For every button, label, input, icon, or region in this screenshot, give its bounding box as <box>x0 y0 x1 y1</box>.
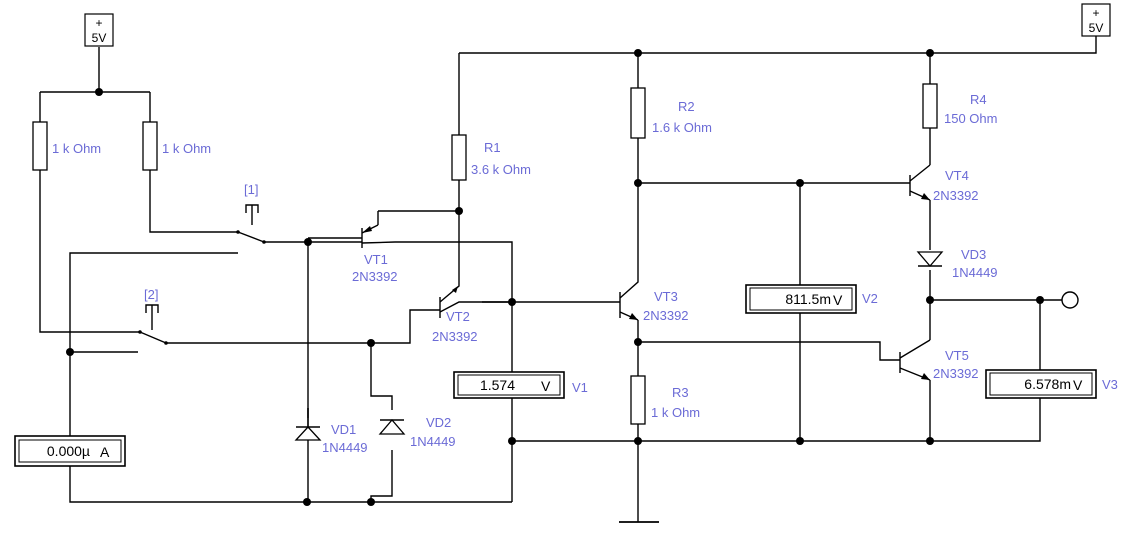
switch-2[interactable]: [2] <box>138 287 168 345</box>
voltmeter-value: 6.578m <box>1024 376 1071 392</box>
voltmeter-unit: V <box>1073 377 1083 393</box>
transistor-model: 2N3392 <box>352 269 398 284</box>
resistor-r2[interactable]: R2 1.6 k Ohm <box>630 87 712 139</box>
transistor-vt4[interactable]: VT4 2N3392 <box>909 164 979 203</box>
voltmeter-v2[interactable]: 811.5m V V2 <box>745 284 878 314</box>
resistor-value: 1 k Ohm <box>52 141 101 156</box>
resistor-r1[interactable]: R1 3.6 k Ohm <box>451 134 531 181</box>
resistor-left-1[interactable]: 1 k Ohm <box>32 121 101 171</box>
resistor-name: R2 <box>678 99 695 114</box>
transistor-model: 2N3392 <box>933 366 979 381</box>
resistor-value: 1.6 k Ohm <box>652 120 712 135</box>
voltmeter-name: V3 <box>1102 377 1118 392</box>
transistor-model: 2N3392 <box>933 188 979 203</box>
voltmeter-unit: V <box>541 378 551 394</box>
transistor-model: 2N3392 <box>432 329 478 344</box>
junctions <box>66 49 1044 506</box>
ammeter-value: 0.000µ <box>47 443 90 459</box>
power-source-top-right: + 5V <box>1081 3 1111 37</box>
diode-name: VD2 <box>426 415 451 430</box>
transistor-name: VT5 <box>945 348 969 363</box>
voltmeter-v1[interactable]: 1.574 V V1 <box>453 371 588 399</box>
resistor-value: 3.6 k Ohm <box>471 162 531 177</box>
power-label: 5V <box>92 31 107 45</box>
diode-vd1[interactable]: VD1 1N4449 <box>294 408 368 455</box>
transistor-vt1[interactable]: VT1 2N3392 <box>308 224 398 284</box>
resistor-value: 1 k Ohm <box>162 141 211 156</box>
resistor-name: R1 <box>484 140 501 155</box>
resistor-value: 150 Ohm <box>944 111 997 126</box>
transistor-vt2[interactable]: VT2 2N3392 <box>432 278 512 344</box>
diode-vd2[interactable]: VD2 1N4449 <box>378 415 456 449</box>
diode-model: 1N4449 <box>952 265 998 280</box>
transistor-vt3[interactable]: VT3 2N3392 <box>619 280 689 323</box>
resistor-r4[interactable]: R4 150 Ohm <box>922 83 997 129</box>
transistor-name: VT1 <box>364 252 388 267</box>
resistor-name: R4 <box>970 92 987 107</box>
diode-model: 1N4449 <box>410 434 456 449</box>
transistor-name: VT4 <box>945 168 969 183</box>
power-source-top-left: + 5V <box>84 13 114 47</box>
ammeter-unit: A <box>100 444 110 460</box>
diode-vd3[interactable]: VD3 1N4449 <box>916 247 998 280</box>
voltmeter-name: V2 <box>862 291 878 306</box>
transistor-model: 2N3392 <box>643 308 689 323</box>
transistor-name: VT2 <box>446 309 470 324</box>
resistor-left-2[interactable]: 1 k Ohm <box>142 121 211 171</box>
wires <box>39 35 1097 523</box>
ammeter[interactable]: 0.000µ A <box>14 435 126 467</box>
switch-label: [2] <box>144 287 158 302</box>
resistor-name: R3 <box>672 385 689 400</box>
resistor-value: 1 k Ohm <box>651 405 700 420</box>
voltmeter-v3[interactable]: 6.578m V V3 <box>985 369 1118 399</box>
output-terminal[interactable] <box>1061 291 1079 309</box>
voltmeter-value: 1.574 <box>480 377 515 393</box>
switch-1[interactable]: [1] <box>236 182 266 244</box>
transistor-name: VT3 <box>654 289 678 304</box>
power-sign: + <box>1092 6 1099 20</box>
diode-model: 1N4449 <box>322 440 368 455</box>
diode-name: VD3 <box>961 247 986 262</box>
power-sign: + <box>95 16 102 30</box>
transistor-vt5[interactable]: VT5 2N3392 <box>899 339 979 381</box>
resistor-r3[interactable]: R3 1 k Ohm <box>630 375 700 425</box>
switch-label: [1] <box>244 182 258 197</box>
diode-name: VD1 <box>331 422 356 437</box>
voltmeter-value: 811.5m <box>785 291 831 307</box>
voltmeter-unit: V <box>833 292 843 308</box>
power-label: 5V <box>1089 21 1104 35</box>
voltmeter-name: V1 <box>572 380 588 395</box>
